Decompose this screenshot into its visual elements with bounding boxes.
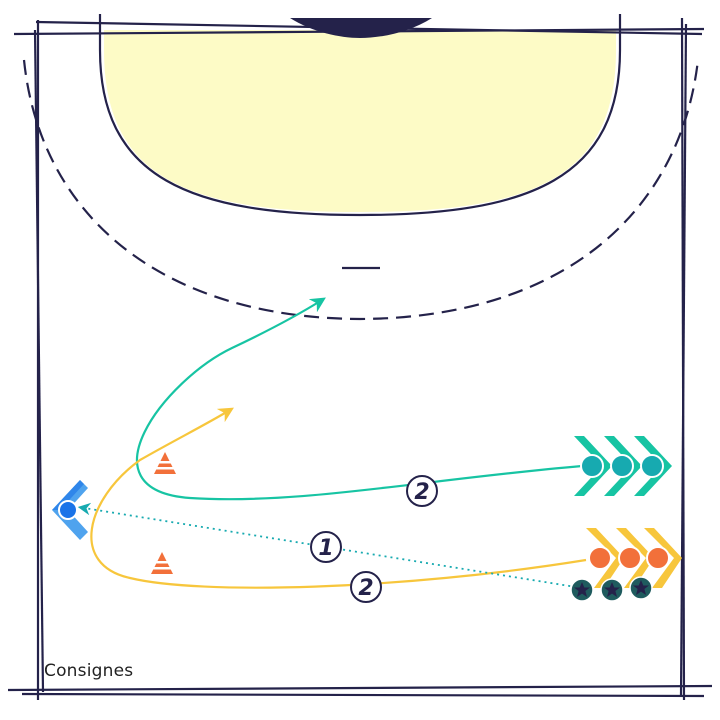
step-badge-run-teal: 2 <box>406 475 438 507</box>
cone-icon <box>154 452 176 474</box>
free-throw-line <box>22 59 700 321</box>
step-badge-run-yellow: 2 <box>350 571 382 603</box>
court-border <box>7 17 713 701</box>
star-ball-icon <box>570 576 653 602</box>
step-number: 2 <box>414 480 429 505</box>
orange-chevron-players-icon <box>586 528 682 588</box>
step-number: 1 <box>318 536 333 561</box>
step-badge-pass: 1 <box>310 531 342 563</box>
teal-run-path <box>136 297 583 501</box>
instructions-caption: Consignes <box>44 661 134 681</box>
step-number: 2 <box>358 576 373 601</box>
goal-area-zone <box>104 30 616 212</box>
goal-area-line <box>98 14 622 217</box>
goal <box>290 18 432 38</box>
goalkeeper-chevron-icon <box>52 480 88 540</box>
cone-icon <box>151 552 173 574</box>
teal-chevron-players-icon <box>574 436 672 496</box>
yellow-run-path <box>90 407 587 589</box>
